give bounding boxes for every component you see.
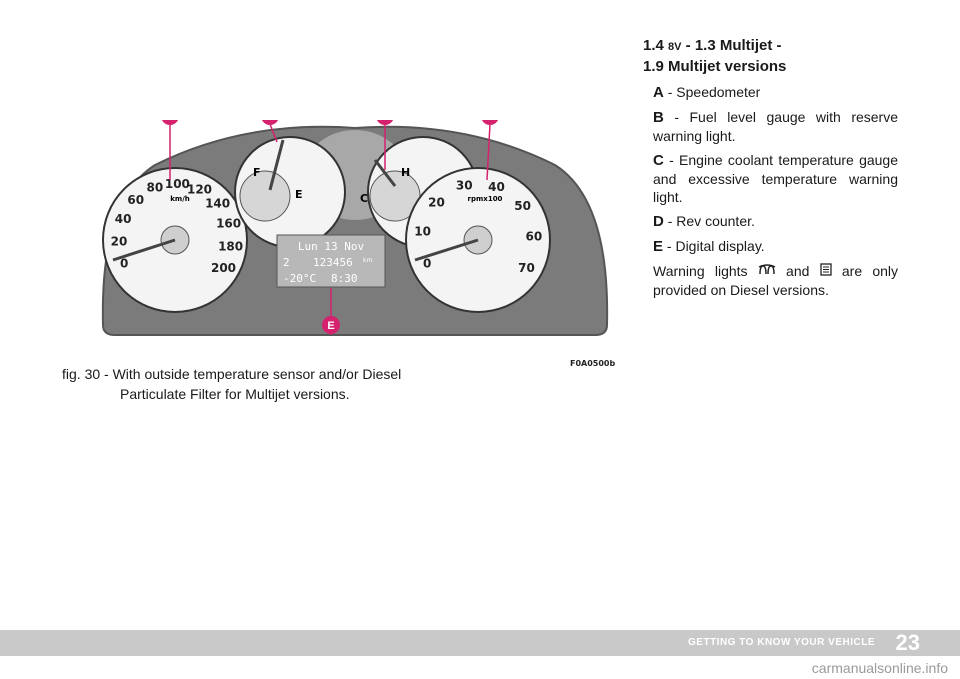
temp-cold-label: C <box>360 192 368 205</box>
glow-plug-icon <box>758 263 776 281</box>
legend-text: - Engine coolant temperature gauge and e… <box>653 152 899 205</box>
heading-pre: 1.4 <box>643 37 664 54</box>
callout-letter: D <box>486 120 494 123</box>
display-date: Lun 13 Nov <box>298 240 365 253</box>
legend-letter: E <box>653 238 664 255</box>
speedo-tick-label: 180 <box>218 239 243 253</box>
speedo-tick-label: 0 <box>120 257 128 271</box>
legend-text: - Speedometer <box>667 84 761 100</box>
display-odo-unit: km <box>363 257 372 264</box>
callout-marker <box>376 120 394 125</box>
temp-hot-label: H <box>401 166 410 179</box>
callout-marker <box>322 316 340 334</box>
speedo-tick-label: 140 <box>205 197 230 211</box>
legend-letter: C <box>653 152 664 169</box>
speedo-tick-label: 80 <box>147 181 164 195</box>
section-heading: 1.4 8V - 1.3 Multijet - 1.9 Multijet ver… <box>643 36 898 77</box>
callout-marker <box>261 120 279 125</box>
fuel-empty-label: E <box>295 188 303 201</box>
rev-tick-label: 50 <box>514 199 531 213</box>
fuel-gauge-needle <box>268 139 285 191</box>
rev-tick-label: 20 <box>428 195 445 209</box>
figure-code: F0A0500b <box>570 359 616 368</box>
callout-marker <box>481 120 499 125</box>
caption-label: fig. 30 - <box>62 366 109 382</box>
particulate-filter-icon <box>819 263 832 281</box>
caption-text-continued: Particulate Filter for Multijet versions… <box>120 386 350 402</box>
rev-tick-label: 70 <box>518 261 535 275</box>
rev-tick-label: 30 <box>456 179 473 193</box>
legend-letter: B <box>653 109 664 126</box>
warning-pre: Warning lights <box>653 263 748 279</box>
fuel-full-label: F <box>253 166 261 179</box>
speedo-tick-label: 200 <box>211 261 236 275</box>
speedo-unit-label: km/h <box>170 195 190 203</box>
rev-unit-label: rpmx100 <box>468 195 503 203</box>
rev-counter-needle <box>414 238 479 262</box>
legend-item-a: A - Speedometer <box>643 83 898 102</box>
temp-gauge-needle <box>373 159 397 187</box>
page-footer: GETTING TO KNOW YOUR VEHICLE 23 <box>0 630 960 656</box>
display-gear: 2 <box>283 256 290 269</box>
speedo-tick-label: 20 <box>111 235 128 249</box>
callout-letter: E <box>327 320 334 332</box>
callout-letter: C <box>381 120 389 123</box>
heading-post: - 1.3 Multijet - <box>685 37 782 54</box>
speedo-tick-label: 160 <box>216 217 241 231</box>
footer-section-title: GETTING TO KNOW YOUR VEHICLE <box>688 637 875 648</box>
display-time: 8:30 <box>331 272 358 285</box>
speedo-tick-label: 120 <box>187 183 212 197</box>
warning-post: are only provided on Diesel versions. <box>653 263 899 298</box>
warning-and: and <box>786 263 810 279</box>
display-odometer: 123456 <box>313 256 353 269</box>
rev-tick-label: 60 <box>526 230 543 244</box>
callout-leader <box>269 123 278 143</box>
rev-tick-label: 10 <box>414 225 431 239</box>
fuel-gauge-hub <box>239 170 291 222</box>
legend-text: - Fuel level gauge with reserve warning … <box>653 109 898 144</box>
callout-marker <box>161 120 179 125</box>
figure-caption: fig. 30 - With outside temperature senso… <box>62 364 462 404</box>
speedo-tick-label: 60 <box>127 193 144 207</box>
speedo-tick-label: 40 <box>115 212 132 226</box>
legend-text: - Digital display. <box>666 238 765 254</box>
watermark: carmanualsonline.info <box>811 660 948 676</box>
legend-text: - Rev counter. <box>667 213 755 229</box>
rev-tick-label: 0 <box>423 257 431 271</box>
heading-small: 8V <box>668 41 682 53</box>
content-column: 1.4 8V - 1.3 Multijet - 1.9 Multijet ver… <box>643 36 898 305</box>
warning-note: Warning lights and are only provided on … <box>643 262 898 299</box>
legend-item-e: E - Digital display. <box>643 237 898 256</box>
heading-line2: 1.9 Multijet versions <box>643 58 787 75</box>
legend-item-b: B - Fuel level gauge with reserve warnin… <box>643 108 898 145</box>
display-temperature: -20°C <box>283 272 316 285</box>
callout-letter: B <box>266 120 274 123</box>
caption-text: With outside temperature sensor and/or D… <box>112 366 402 382</box>
legend-letter: D <box>653 213 664 230</box>
callout-letter: A <box>166 120 174 123</box>
legend-letter: A <box>653 84 664 101</box>
speedo-tick-label: 100 <box>165 177 190 191</box>
callout-leader <box>486 123 491 181</box>
page-number: 23 <box>895 630 920 655</box>
speedometer-needle <box>112 238 176 262</box>
digital-display <box>276 234 386 288</box>
legend-item-d: D - Rev counter. <box>643 212 898 231</box>
rev-tick-label: 40 <box>488 180 505 194</box>
legend-item-c: C - Engine coolant temperature gauge and… <box>643 151 898 206</box>
